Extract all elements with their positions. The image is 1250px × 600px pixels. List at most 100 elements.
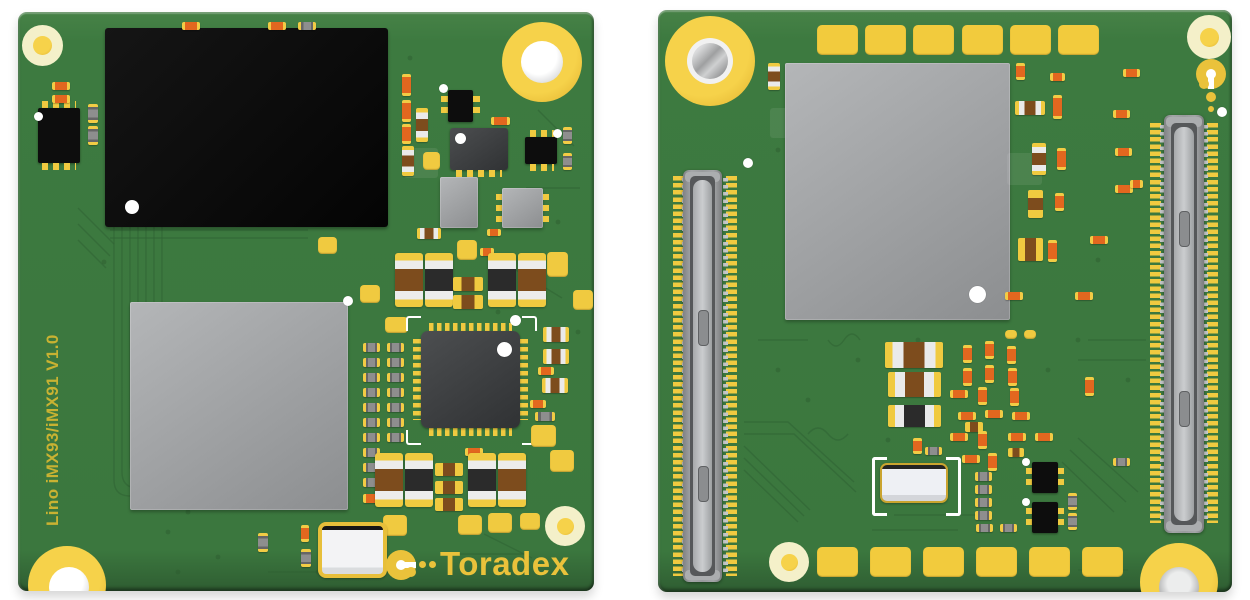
resistor xyxy=(402,74,411,96)
solder-pad xyxy=(520,513,540,530)
resistor xyxy=(487,229,501,236)
mounting-hole-gold-center xyxy=(1199,27,1219,47)
edge-contact-pad xyxy=(1029,547,1070,577)
resistor xyxy=(52,82,70,90)
capacitor xyxy=(435,481,463,494)
connector-inner xyxy=(693,180,712,572)
small-gray-chip xyxy=(502,188,543,228)
connector-pads-right xyxy=(1207,123,1218,523)
power-inductor xyxy=(468,453,496,507)
resistor xyxy=(1050,73,1065,81)
pin1-marker-dot xyxy=(1022,458,1030,466)
small-gray-chip xyxy=(440,177,478,228)
edge-contact-pad xyxy=(976,547,1017,577)
fiducial-dot xyxy=(1217,107,1227,117)
connector-pins-right xyxy=(1203,125,1208,521)
connector-slot xyxy=(690,176,715,576)
silkscreen-version-label: Lino iMX93/iMX91 V1.0 xyxy=(43,334,62,526)
capacitor xyxy=(965,422,983,432)
small-ic xyxy=(448,90,473,122)
connector-end-cap xyxy=(1166,117,1202,127)
logo-slit xyxy=(1208,74,1214,89)
solder-pad xyxy=(457,240,477,260)
capacitor xyxy=(768,63,780,90)
connector-body xyxy=(683,170,722,582)
resistor xyxy=(1113,110,1130,118)
toradex-logo-text: Toradex xyxy=(440,545,570,582)
mounting-hole-top-left xyxy=(665,16,755,106)
logo-dot xyxy=(429,561,436,568)
resistor xyxy=(301,525,309,542)
capacitor xyxy=(542,378,568,393)
resistor xyxy=(480,248,494,256)
capacitor xyxy=(1018,238,1043,261)
resistor xyxy=(950,433,968,441)
edge-contact-pad xyxy=(817,547,858,577)
power-inductor xyxy=(425,253,453,307)
capacitor xyxy=(1028,190,1043,218)
fiducial-dot xyxy=(343,296,353,306)
mounting-hole-bottom-left xyxy=(769,542,809,582)
bulk-capacitor xyxy=(888,405,941,427)
mounting-hole-gold-center xyxy=(33,36,52,55)
resistor xyxy=(1010,388,1019,406)
mounting-hole-bore xyxy=(692,43,728,79)
resistor xyxy=(1090,236,1108,244)
qfn-pins-right xyxy=(520,339,528,420)
eeprom-ic xyxy=(38,108,80,163)
edge-contact-pad xyxy=(1058,25,1099,55)
qfn-pins-left xyxy=(413,339,421,420)
fiducial-dot xyxy=(743,158,753,168)
resistor xyxy=(363,463,380,472)
pcb-front-board: Toradex Lino iMX93/iMX91 V1.0 xyxy=(18,12,594,591)
resistor xyxy=(1085,377,1094,396)
resistor xyxy=(1068,513,1077,530)
resistor xyxy=(402,124,411,144)
toradex-logo-mark-icon xyxy=(386,550,416,580)
resistor xyxy=(978,431,987,449)
ic-pins-left xyxy=(1026,508,1032,528)
oscillator-crystal xyxy=(318,522,387,578)
resistor xyxy=(1000,524,1017,532)
resistor xyxy=(1007,346,1016,364)
ic-pins-left xyxy=(496,194,502,222)
toradex-logo-mark-icon xyxy=(1196,59,1226,89)
logo-nub xyxy=(1199,79,1209,89)
resistor xyxy=(985,365,994,383)
resistor xyxy=(925,447,942,455)
resistor xyxy=(985,341,994,359)
mounting-half-hole-bottom-right xyxy=(1140,543,1218,592)
toradex-logo: Toradex xyxy=(386,545,594,588)
resistor xyxy=(976,524,993,532)
pin1-marker-dot xyxy=(34,112,43,121)
resistor xyxy=(363,478,380,487)
resistor xyxy=(1123,69,1140,77)
capacitor xyxy=(435,463,463,476)
solder-pad xyxy=(547,252,568,277)
resistor xyxy=(88,104,98,123)
mounting-hole-top-right xyxy=(502,22,582,102)
edge-contact-pad xyxy=(1010,25,1051,55)
resistor xyxy=(1057,148,1066,170)
solder-pad xyxy=(385,317,408,333)
resistor xyxy=(298,22,316,30)
resistor xyxy=(363,418,380,427)
capacitor xyxy=(416,108,428,142)
solder-pad xyxy=(488,513,512,533)
board-to-board-connector-right xyxy=(1150,115,1218,533)
resistor xyxy=(1075,292,1093,300)
pin1-marker-dot xyxy=(553,129,562,138)
resistor xyxy=(363,388,380,397)
solder-pad xyxy=(318,237,337,254)
resistor xyxy=(1035,433,1053,441)
pin1-marker-dot xyxy=(497,342,512,357)
resistor xyxy=(963,368,972,386)
mounting-hole-gold-center xyxy=(556,517,574,535)
capacitor xyxy=(453,277,483,291)
power-inductor xyxy=(395,253,423,307)
resistor xyxy=(1130,180,1143,188)
resistor xyxy=(958,412,976,420)
logo-dot xyxy=(419,561,426,568)
mounting-hole-gold-center xyxy=(780,553,798,571)
resistor xyxy=(363,343,380,352)
